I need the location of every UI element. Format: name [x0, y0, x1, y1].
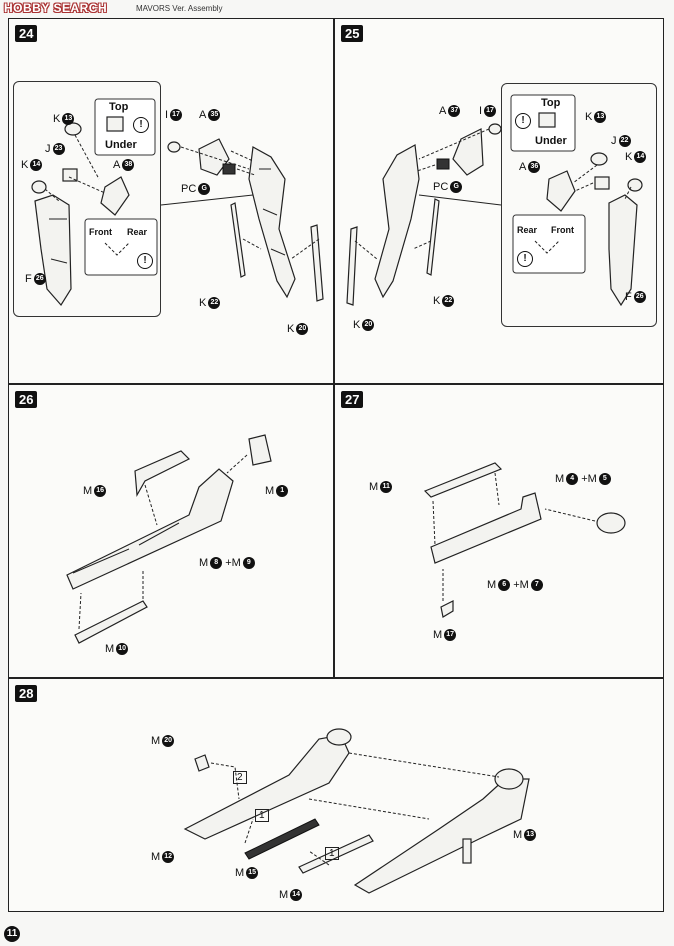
- callout-rear: Rear: [127, 227, 148, 237]
- page-number: 11: [4, 926, 20, 942]
- callout-top: Top: [109, 101, 129, 113]
- instruction-page: 24 Top Un: [8, 18, 664, 912]
- step-marker: 1: [325, 847, 339, 860]
- callout-front: Front: [89, 227, 112, 237]
- page-header: HOBBY SEARCH MAVORS Ver. Assembly: [0, 0, 674, 18]
- step-marker: 2: [233, 771, 247, 784]
- step-26-diagram: [66, 434, 272, 644]
- header-product: MAVORS Ver.: [136, 4, 187, 13]
- callout-top: Top: [541, 97, 561, 109]
- warning-icon: !: [517, 251, 533, 267]
- step-24-panel: 24 Top Un: [8, 18, 334, 384]
- callout-under: Under: [105, 139, 137, 151]
- step-number: 25: [341, 25, 364, 42]
- step-number: 28: [15, 685, 38, 702]
- warning-icon: !: [133, 117, 149, 133]
- hobby-search-logo: HOBBY SEARCH: [4, 1, 108, 15]
- callout-front: Front: [551, 225, 574, 235]
- step-28-diagram: [183, 728, 530, 894]
- callout-rear: Rear: [517, 225, 538, 235]
- step-number: 27: [341, 391, 364, 408]
- step-25-diagram: [346, 94, 643, 307]
- warning-icon: !: [137, 253, 153, 269]
- step-marker: 1: [255, 809, 269, 822]
- header-title: MAVORS Ver. Assembly: [136, 4, 223, 13]
- header-assembly: Assembly: [187, 4, 223, 13]
- step-24-diagram: [31, 98, 324, 307]
- step-number: 24: [15, 25, 38, 42]
- warning-icon: !: [515, 113, 531, 129]
- callout-under: Under: [535, 135, 567, 147]
- step-number: 26: [15, 391, 38, 408]
- step-27-diagram: [423, 462, 626, 618]
